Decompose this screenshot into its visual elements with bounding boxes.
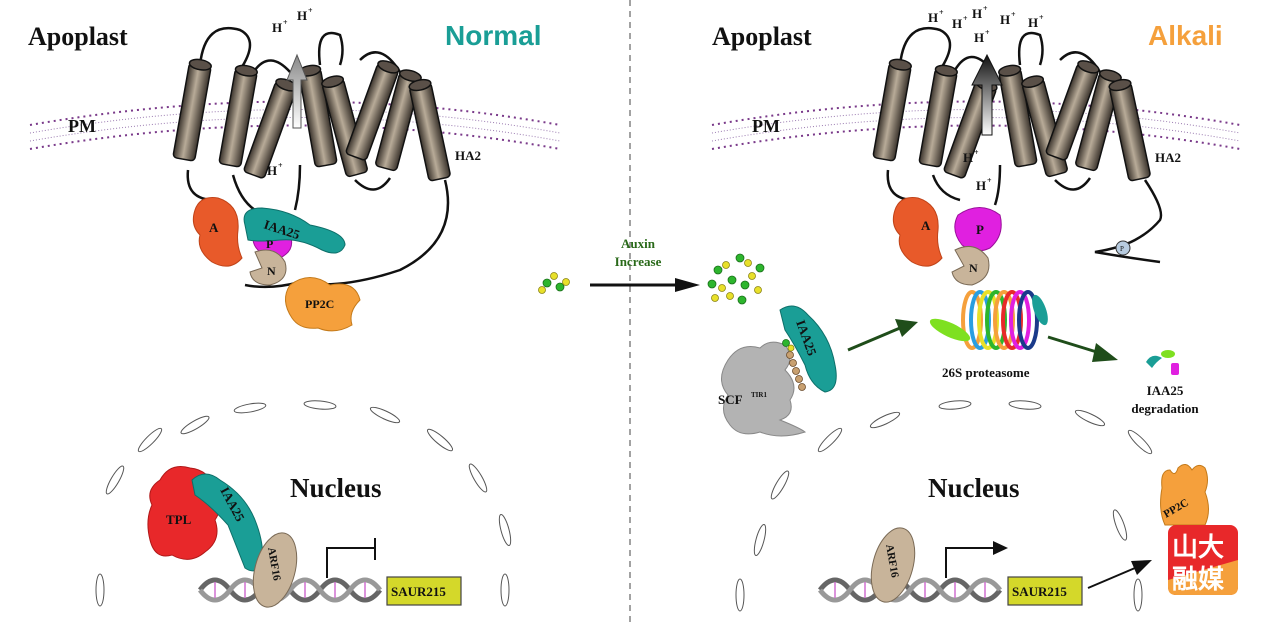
svg-text:H: H xyxy=(972,6,982,21)
auxin-dots-right xyxy=(707,253,765,305)
degradation-label-line1: IAA25 xyxy=(1147,383,1184,398)
svg-text:+: + xyxy=(1039,13,1044,22)
nucleus-label-right: Nucleus xyxy=(928,473,1020,503)
svg-text:H: H xyxy=(1028,15,1038,30)
saur215-label-right: SAUR215 xyxy=(1012,584,1067,599)
scf-tir1 xyxy=(721,341,807,437)
svg-text:+: + xyxy=(939,8,944,17)
domain-n-label-right: N xyxy=(969,261,978,275)
proton-flux-arrow-left xyxy=(286,53,308,129)
nucleus-label-left: Nucleus xyxy=(290,473,382,503)
domain-n-label-left: N xyxy=(267,264,276,278)
nuclear-envelope-right xyxy=(735,400,1153,612)
domain-n-left xyxy=(249,249,287,286)
svg-text:+: + xyxy=(985,28,990,37)
pm-label-left: PM xyxy=(68,116,96,136)
arf16-label-right: ARF16 xyxy=(883,543,901,579)
svg-text:H: H xyxy=(963,150,973,165)
auxin-increase-arrow xyxy=(675,278,700,292)
nuclear-envelope-left xyxy=(95,400,512,607)
watermark-chars-top: 山大 xyxy=(1172,533,1224,563)
transcription-arrow xyxy=(993,541,1008,555)
domain-a-right xyxy=(892,197,943,267)
right-panel: 山大 融媒 Apoplast Alkali PM HA2 H+ H+ H+ H+… xyxy=(707,4,1241,612)
pp2c-right xyxy=(1160,464,1209,526)
svg-text:H: H xyxy=(297,8,307,23)
svg-text:+: + xyxy=(974,148,979,157)
pm-label-right: PM xyxy=(752,116,780,136)
svg-text:+: + xyxy=(278,161,283,170)
iaa25-scf xyxy=(779,305,837,393)
svg-text:H: H xyxy=(952,16,962,31)
svg-text:+: + xyxy=(963,14,968,23)
degradation-fragment-green xyxy=(1161,350,1175,358)
degradation-label-line2: degradation xyxy=(1131,401,1199,416)
saur215-box-right xyxy=(1007,576,1083,606)
arf16-label-left: ARF16 xyxy=(265,546,283,582)
alkali-condition-label: Alkali xyxy=(1148,20,1223,51)
auxin-label-line1: Auxin xyxy=(621,236,656,251)
saur215-label-left: SAUR215 xyxy=(391,584,446,599)
svg-text:+: + xyxy=(283,18,288,27)
svg-text:+: + xyxy=(983,4,988,13)
domain-a-left xyxy=(192,197,243,267)
domain-n-right xyxy=(951,245,990,286)
ha2-label-right: HA2 xyxy=(1155,150,1181,165)
proteasome-label: 26S proteasome xyxy=(942,365,1030,380)
domain-p-right xyxy=(954,207,1002,252)
watermark-logo xyxy=(1168,525,1238,595)
green-arrow-to-proteasome xyxy=(895,319,918,337)
pp2c-label-left: PP2C xyxy=(305,297,334,311)
svg-text:H: H xyxy=(976,178,986,193)
svg-text:H: H xyxy=(1000,12,1010,27)
auxin-transition: Auxin Increase xyxy=(538,236,700,294)
watermark-chars-bottom: 融媒 xyxy=(1172,565,1225,595)
svg-text:H: H xyxy=(974,30,984,45)
arrow-to-pp2c xyxy=(1131,560,1152,575)
arf16-right xyxy=(870,527,916,603)
normal-condition-label: Normal xyxy=(445,20,541,51)
auxin-label-line2: Increase xyxy=(615,254,662,269)
ubiquitin-chain xyxy=(786,351,806,391)
degradation-fragment-magenta xyxy=(1171,363,1179,375)
plasma-membrane-left xyxy=(29,100,561,150)
iaa25-fragment xyxy=(1146,355,1162,368)
proteasome-26s xyxy=(961,290,1039,350)
left-panel: Apoplast Normal PM HA2 H+ H+ H+ A P N IA… xyxy=(28,6,561,608)
apoplast-label-right: Apoplast xyxy=(712,22,812,51)
domain-p-label-right: P xyxy=(976,222,984,237)
svg-text:H: H xyxy=(928,10,938,25)
phospho-site xyxy=(1115,240,1131,256)
svg-text:H: H xyxy=(267,163,277,178)
scf-superscript: TIR1 xyxy=(751,391,767,399)
proton-flux-arrow-right xyxy=(971,53,1003,136)
proton-labels-right: H+ H+ H+ H+ H+ H+ H+ H+ xyxy=(928,4,1044,193)
domain-a-label-left: A xyxy=(209,220,219,235)
domain-p-label-left: P xyxy=(266,237,273,251)
arf16-left xyxy=(252,532,298,608)
domain-a-label-right: A xyxy=(921,218,931,233)
ha2-label-left: HA2 xyxy=(455,148,481,163)
tpl-label: TPL xyxy=(166,512,192,527)
green-arrow-to-degradation xyxy=(1092,343,1118,362)
proton-labels-left: H+ H+ H+ xyxy=(267,6,313,178)
svg-text:+: + xyxy=(987,176,992,185)
pp2c-left xyxy=(285,277,361,332)
svg-text:H: H xyxy=(272,20,282,35)
svg-text:+: + xyxy=(308,6,313,15)
phospho-label: P xyxy=(1120,245,1124,253)
auxin-dots-left xyxy=(538,272,570,294)
iaa25-left xyxy=(243,207,346,254)
dna-right xyxy=(818,577,1002,603)
svg-text:+: + xyxy=(1011,10,1016,19)
apoplast-label-left: Apoplast xyxy=(28,22,128,51)
scf-label: SCF xyxy=(718,392,743,407)
saur215-box-left xyxy=(386,576,462,606)
